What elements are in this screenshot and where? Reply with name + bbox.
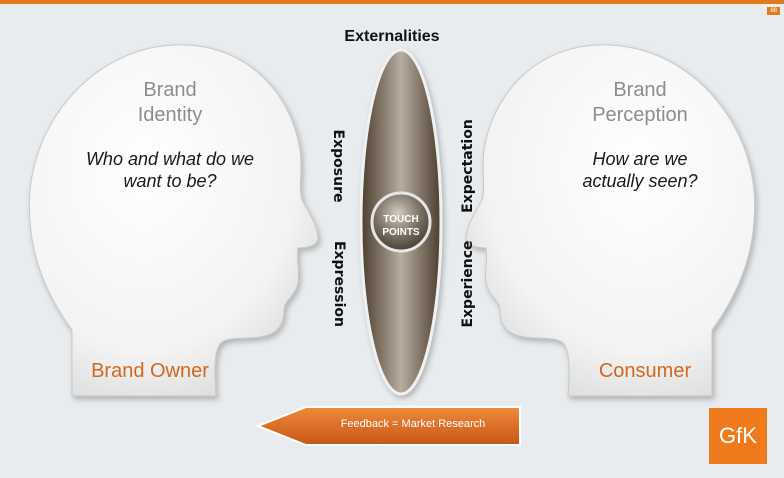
feedback-label: Feedback = Market Research — [340, 418, 486, 430]
right-head-title: Brand Perception — [555, 78, 725, 128]
right-head-question: How are we actually seen? — [540, 148, 740, 192]
brand-owner-label: Brand Owner — [91, 360, 209, 382]
right-head-silhouette — [465, 44, 756, 397]
right-question-line2: actually seen? — [582, 171, 698, 191]
gfk-logo: GfK — [709, 408, 767, 464]
left-head-question: Who and what do we want to be? — [50, 148, 290, 192]
left-head-title: Brand Identity — [85, 78, 255, 128]
left-question-line2: want to be? — [123, 171, 217, 191]
top-accent-rule — [0, 0, 784, 4]
right-question-line1: How are we — [592, 149, 688, 169]
feedback-arrow — [255, 406, 521, 446]
left-question-line1: Who and what do we — [85, 149, 255, 169]
expectation-label: Expectation — [460, 119, 476, 213]
touch-line: TOUCH — [383, 214, 419, 225]
brand-identity-line1: Brand — [143, 79, 197, 101]
brand-perception-line1: Brand — [613, 79, 667, 101]
brand-perception-line2: Perception — [592, 104, 688, 126]
exposure-label: Exposure — [330, 129, 346, 203]
page-number-badge: 88 — [767, 7, 780, 15]
externalities-title: Externalities — [344, 28, 440, 45]
left-head-silhouette — [28, 44, 319, 397]
points-line: POINTS — [382, 227, 420, 238]
experience-label: Experience — [460, 240, 476, 328]
touchpoints-button — [370, 191, 432, 253]
expression-label: Expression — [331, 240, 347, 328]
brand-identity-line2: Identity — [137, 104, 203, 126]
touchpoints-text: TOUCH POINTS — [370, 195, 432, 257]
consumer-label: Consumer — [598, 360, 692, 382]
